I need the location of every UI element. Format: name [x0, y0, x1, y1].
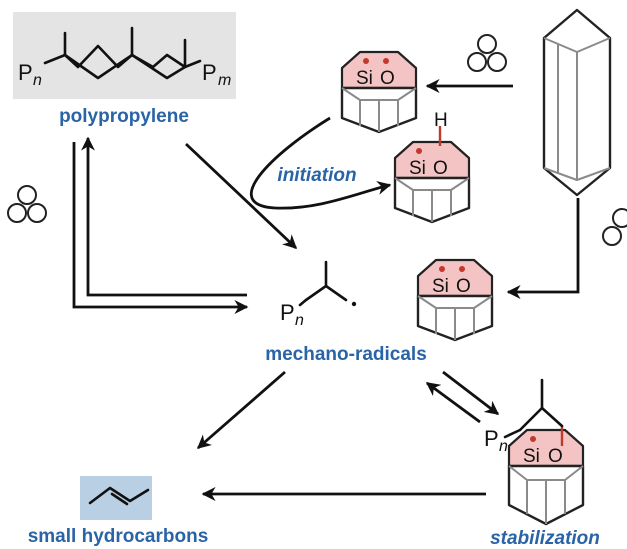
silica-cage-hydrogenated: [393, 126, 471, 224]
cage1-silicon: Si: [356, 68, 373, 89]
arrow-radicals-to-pp-loop: [81, 136, 247, 297]
mechano-radicals-label: mechano-radicals: [265, 344, 427, 365]
subscript-m-right: m: [218, 72, 231, 89]
silica-cage-surface: [340, 50, 418, 134]
cage3-silicon: Si: [432, 276, 449, 297]
cage4-oxygen: O: [548, 446, 563, 467]
cage4-silicon: Si: [523, 446, 540, 467]
small-hydrocarbons-label: small hydrocarbons: [28, 526, 209, 547]
silica-crystal: [542, 8, 612, 197]
polypropylene-structure: [43, 26, 202, 80]
ball-mill-icon-right: [602, 208, 627, 246]
polymer-atom-right: P: [202, 60, 217, 85]
cage1-oxygen: O: [380, 68, 395, 89]
polypropylene-label: polypropylene: [59, 106, 189, 127]
arrow-crystal-to-radical-cage: [506, 198, 580, 299]
radical-polymer-atom: P: [280, 300, 295, 325]
radical-subscript: n: [295, 312, 304, 329]
cage2-silicon: Si: [409, 158, 426, 179]
arrow-pp-to-radicals: [185, 142, 298, 250]
silica-cage-radical: [416, 258, 494, 342]
stabilized-subscript: n: [499, 438, 508, 455]
ball-mill-icon-left: [7, 185, 47, 223]
ball-mill-icon-top: [467, 34, 507, 72]
cage3-oxygen: O: [456, 276, 471, 297]
arrow-radicals-to-hydrocarbons: [196, 370, 286, 450]
arrow-equilibrium-reverse: [425, 381, 481, 424]
cage2-oxygen: O: [433, 158, 448, 179]
subscript-n-left: n: [33, 72, 42, 89]
arrow-initiation: [250, 116, 392, 210]
polymer-atom-left: P: [18, 60, 33, 85]
cage2-hydrogen: H: [434, 110, 448, 131]
arrow-equilibrium-forward: [442, 370, 500, 416]
stabilization-label: stabilization: [490, 528, 600, 549]
stabilized-chain: [503, 378, 564, 439]
arrow-pp-to-radicals-loop: [72, 142, 249, 314]
stabilized-polymer-atom: P: [484, 426, 499, 451]
silica-cage-stabilized: [507, 426, 585, 526]
mechano-radical-structure: [298, 260, 357, 307]
initiation-label: initiation: [277, 165, 356, 186]
polypropylene-box: [13, 12, 236, 99]
propene-structure: [88, 486, 150, 506]
